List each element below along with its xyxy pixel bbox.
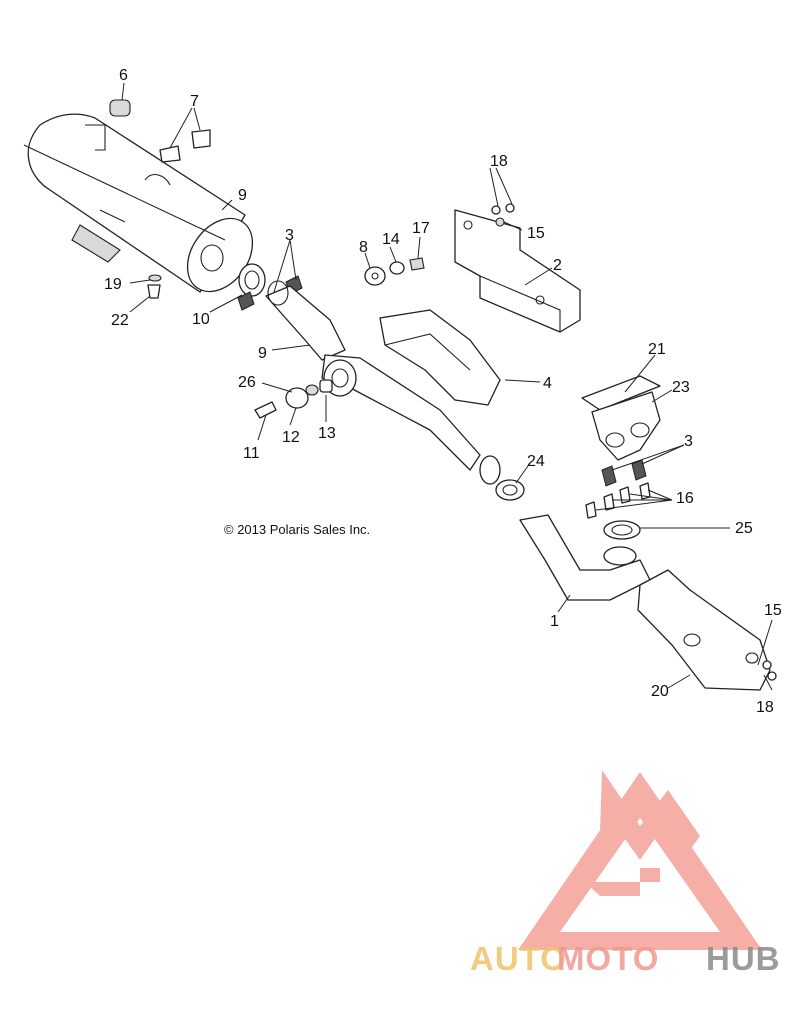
callout-1: 1 xyxy=(550,613,559,630)
pipe-9 xyxy=(265,280,346,361)
gasket-10 xyxy=(238,263,266,297)
nut-17 xyxy=(409,257,425,271)
callout-10: 10 xyxy=(192,311,210,328)
callout-18-upper: 18 xyxy=(490,153,508,170)
callout-17: 17 xyxy=(412,220,430,237)
callout-25: 25 xyxy=(735,520,753,537)
bolt-11 xyxy=(254,401,277,419)
washer-7 xyxy=(364,266,386,286)
callout-13: 13 xyxy=(318,425,336,442)
muffler xyxy=(23,113,254,293)
callout-22: 22 xyxy=(111,312,129,329)
callout-24: 24 xyxy=(527,453,545,470)
callout-labels: 6 7 9 3 18 15 2 8 14 17 19 22 10 9 4 26 … xyxy=(104,67,782,716)
bracket-2 xyxy=(454,209,581,333)
manifold-23 xyxy=(591,391,661,461)
fasteners-15-18-upper xyxy=(491,203,515,227)
callout-3-upper: 3 xyxy=(285,227,294,244)
bolts-16 xyxy=(585,482,651,519)
flange-collar xyxy=(603,546,637,566)
callout-15-upper: 15 xyxy=(527,225,545,242)
automotohub-wordmark: AUTO MOTO HUB xyxy=(470,940,781,977)
fasteners-15-18-lower xyxy=(762,660,777,681)
callout-5: 6 xyxy=(119,67,128,84)
callout-19: 19 xyxy=(104,276,122,293)
callout-15-lower: 15 xyxy=(764,602,782,619)
callout-20: 20 xyxy=(651,683,669,700)
sleeve-13 xyxy=(319,379,333,393)
heat-shield-20 xyxy=(637,569,771,691)
callout-16: 16 xyxy=(676,490,694,507)
callout-3-lower: 3 xyxy=(684,433,693,450)
gasket-24 xyxy=(495,479,525,501)
callout-11: 11 xyxy=(243,445,260,462)
copyright-notice: © 2013 Polaris Sales Inc. xyxy=(224,522,370,537)
callout-14: 14 xyxy=(382,231,400,248)
gasket-25 xyxy=(603,520,641,540)
grommet xyxy=(109,99,131,117)
callout-8: 9 xyxy=(238,187,247,204)
grommet-26 xyxy=(285,387,309,409)
automotohub-logo-icon xyxy=(518,770,762,950)
callout-23: 23 xyxy=(672,379,690,396)
bolt-22 xyxy=(147,284,161,299)
washer-19 xyxy=(148,274,162,282)
callout-26: 26 xyxy=(238,374,256,391)
wordmark-auto: AUTO xyxy=(470,940,567,977)
wordmark-hub: HUB xyxy=(706,940,781,977)
washer-12 xyxy=(305,384,319,396)
callout-9: 9 xyxy=(258,345,267,362)
manifold-gasket-21 xyxy=(581,375,661,411)
clamp-pair xyxy=(159,129,211,163)
callout-7: 8 xyxy=(359,239,368,256)
washer-14 xyxy=(389,261,405,275)
heat-shield-4 xyxy=(379,309,501,406)
callout-18-lower: 18 xyxy=(756,699,774,716)
callout-12: 12 xyxy=(282,429,300,446)
leader-lines xyxy=(121,82,773,691)
wordmark-moto: MOTO xyxy=(557,940,659,977)
callout-4: 4 xyxy=(543,375,552,392)
callout-21: 21 xyxy=(648,341,666,358)
spring-lower xyxy=(601,459,647,487)
callout-2: 2 xyxy=(553,257,562,274)
callout-6: 7 xyxy=(190,93,199,110)
